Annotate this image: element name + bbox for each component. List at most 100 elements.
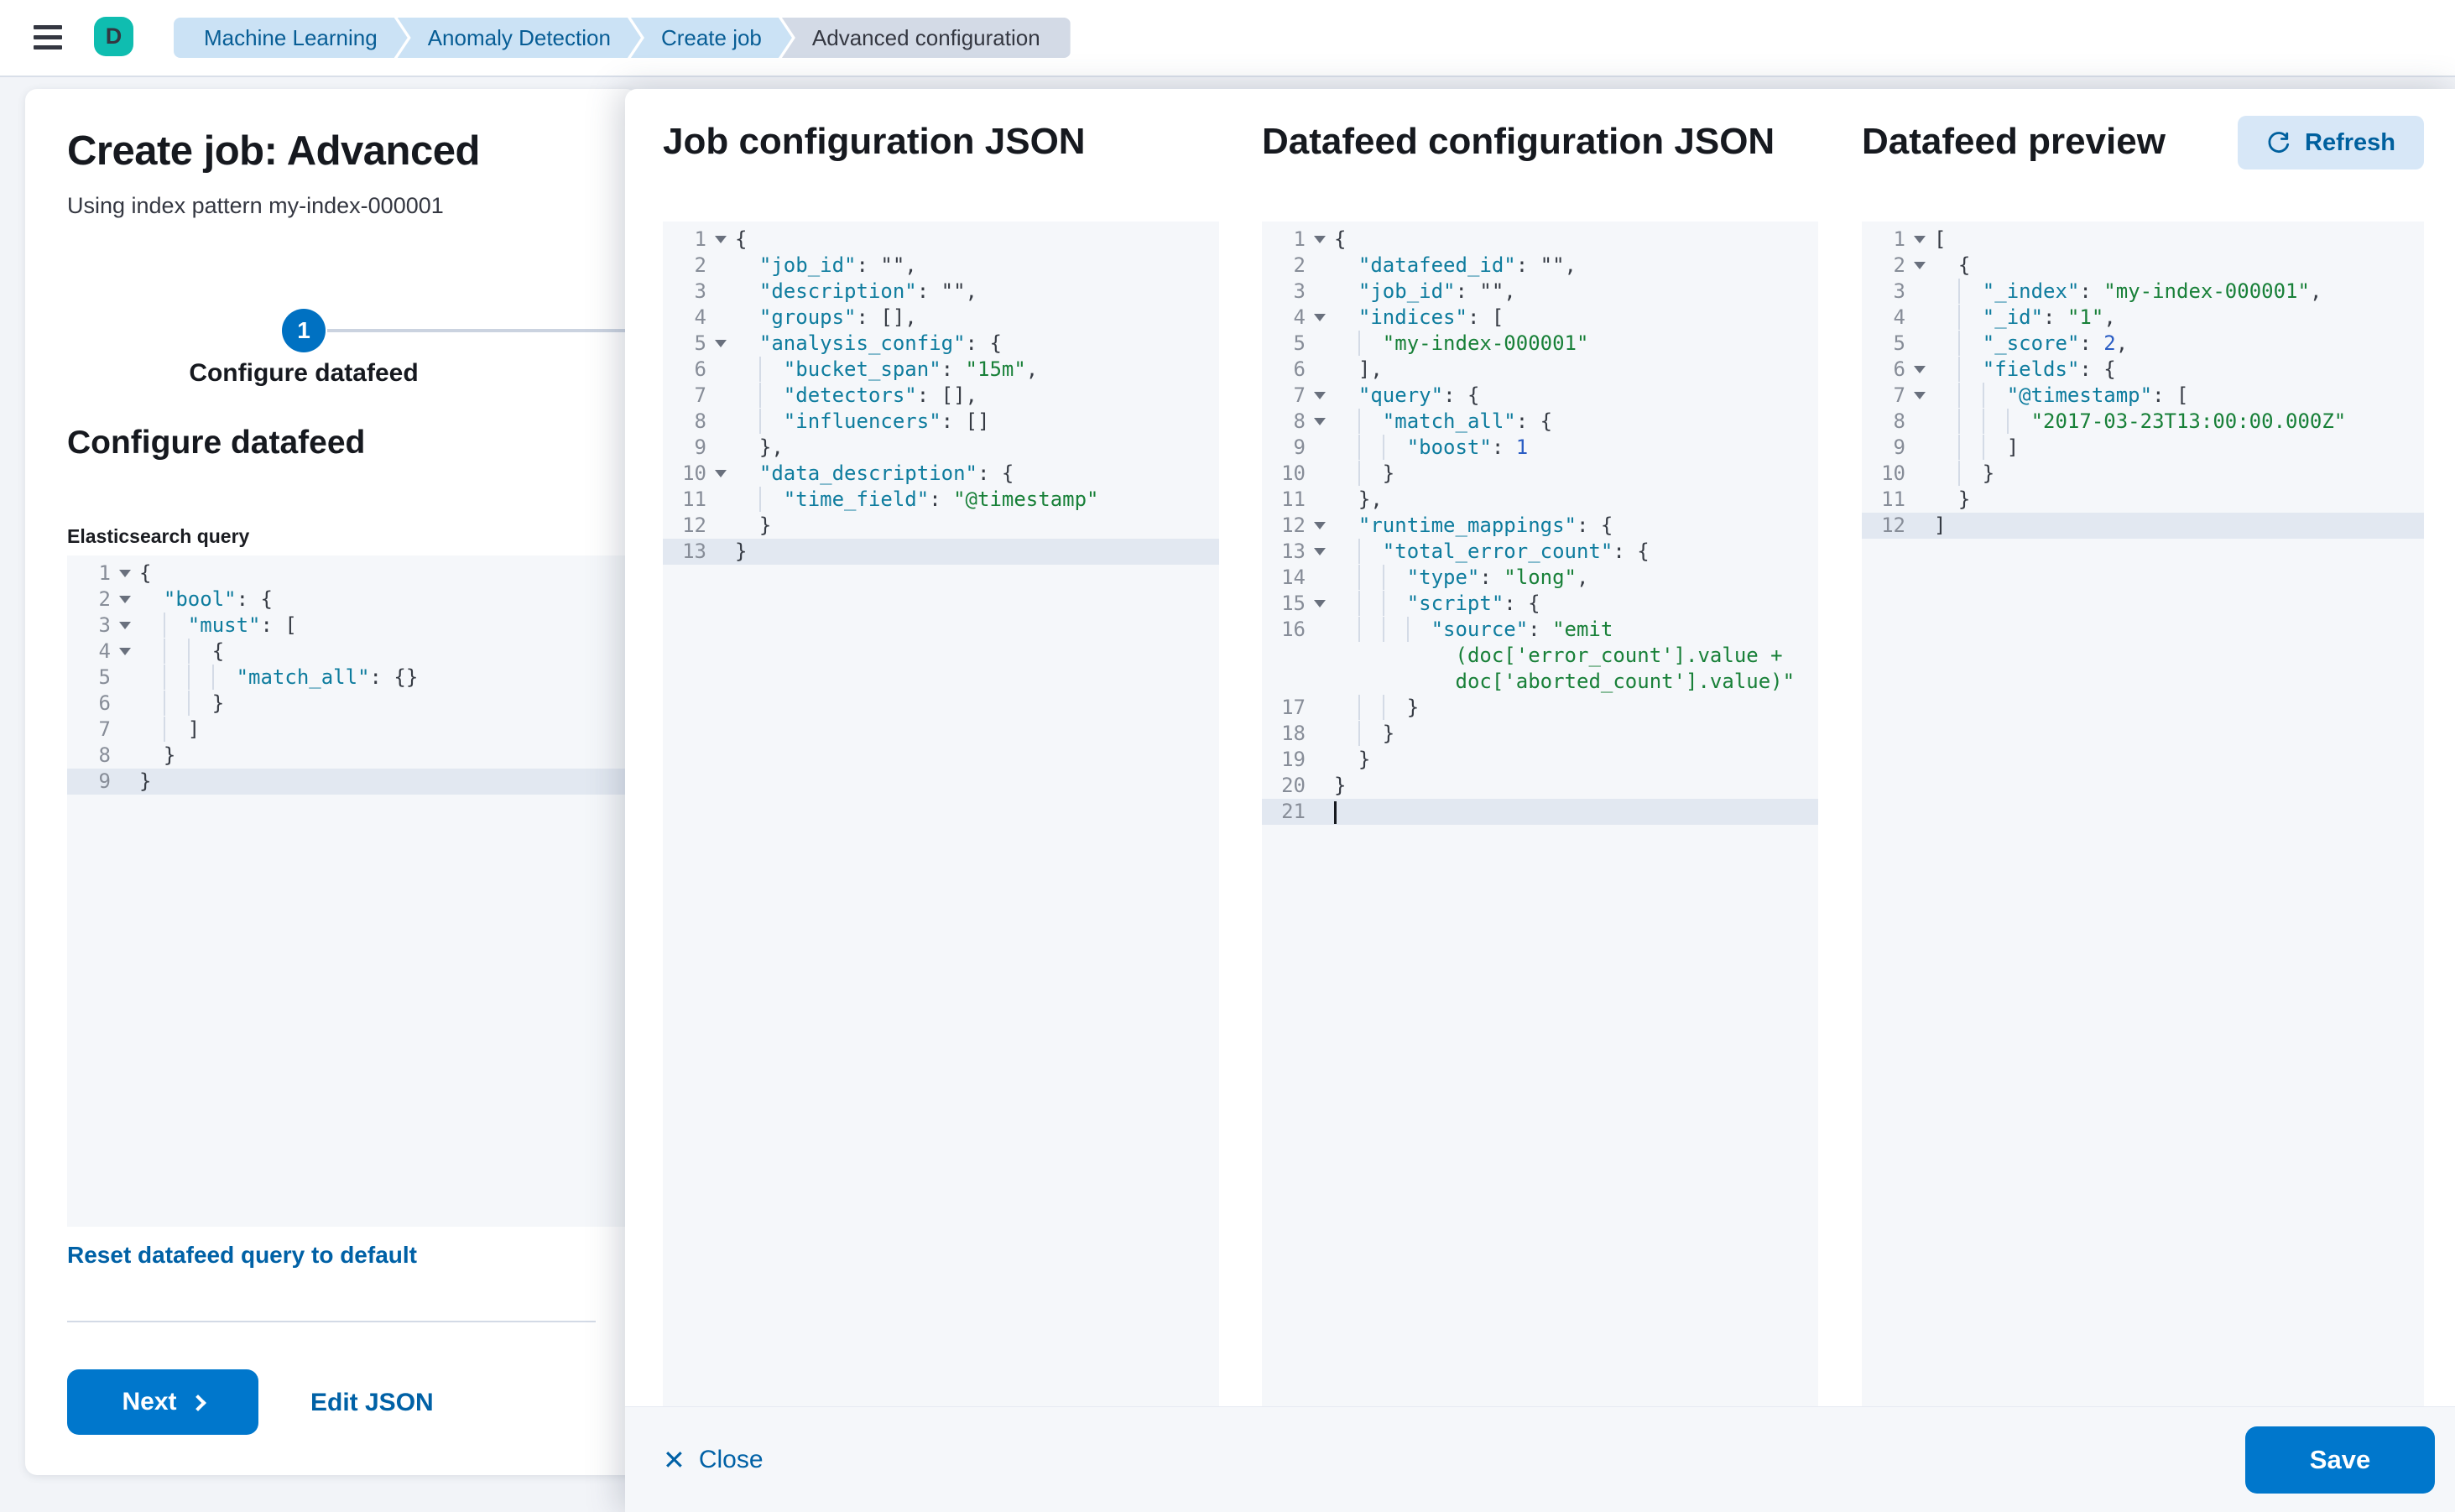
fold-arrow-icon[interactable] <box>706 331 735 357</box>
fold-arrow-icon[interactable] <box>111 587 139 613</box>
code-text: } <box>1334 773 1818 799</box>
edit-json-link[interactable]: Edit JSON <box>310 1389 434 1416</box>
line-number: 1 <box>1293 227 1306 251</box>
indent-guide <box>164 613 188 638</box>
code-line: doc['aborted_count'].value)" <box>1262 669 1818 695</box>
step-1-indicator[interactable]: 1 <box>282 309 326 352</box>
token: } <box>163 743 176 767</box>
fold-arrow-icon[interactable] <box>1306 591 1334 617</box>
token: , <box>1025 357 1039 381</box>
code-text: } <box>1334 721 1818 747</box>
code-line: 12 "runtime_mappings": { <box>1262 513 1818 539</box>
line-number: 10 <box>1881 461 1905 485</box>
code-text: } <box>139 743 638 769</box>
job-configuration-editor[interactable]: 1{2 "job_id": "",3 "description": "",4 "… <box>663 222 1219 1431</box>
token: "data_description" <box>758 461 977 485</box>
code-text: "detectors": [], <box>735 383 1219 409</box>
refresh-button[interactable]: Refresh <box>2238 116 2424 169</box>
token <box>1334 748 1358 771</box>
fold-arrow-icon[interactable] <box>1306 383 1334 409</box>
fold-arrow-icon[interactable] <box>1905 253 1934 279</box>
token <box>1334 305 1358 329</box>
reset-datafeed-query-link[interactable]: Reset datafeed query to default <box>67 1242 417 1268</box>
code-text: { <box>1934 253 2424 279</box>
next-button[interactable]: Next <box>67 1369 258 1435</box>
token: : { <box>1443 383 1480 407</box>
fold-arrow-icon[interactable] <box>111 613 139 639</box>
fold-arrow-icon[interactable] <box>1306 539 1334 565</box>
line-number: 6 <box>98 691 111 715</box>
token <box>1934 331 1958 355</box>
token: "time_field" <box>783 487 930 511</box>
code-line: 1[ <box>1862 227 2424 253</box>
elasticsearch-query-editor[interactable]: 1{2 "bool": {3 "must": [4 {5 "match_all"… <box>67 555 638 1227</box>
token <box>735 253 759 277</box>
fold-spacer <box>1306 565 1334 591</box>
avatar[interactable]: D <box>94 17 133 56</box>
fold-spacer <box>1905 461 1934 487</box>
code-line: 11 "time_field": "@timestamp" <box>663 487 1219 513</box>
breadcrumb-machine-learning[interactable]: Machine Learning <box>174 18 408 58</box>
line-number: 5 <box>694 331 706 355</box>
token: "runtime_mappings" <box>1358 514 1577 537</box>
fold-arrow-icon[interactable] <box>1905 227 1934 253</box>
code-line: 2 { <box>1862 253 2424 279</box>
job-configuration-title: Job configuration JSON <box>663 121 1086 162</box>
token: "script" <box>1406 592 1504 615</box>
code-text: } <box>1334 461 1818 487</box>
code-line: 3 "description": "", <box>663 279 1219 305</box>
line-number: 2 <box>694 253 706 277</box>
fold-arrow-icon[interactable] <box>111 639 139 665</box>
token: } <box>1382 722 1395 745</box>
line-number: 20 <box>1281 774 1306 797</box>
token: } <box>1982 461 1995 485</box>
code-text: ] <box>1934 435 2424 461</box>
fold-arrow-icon[interactable] <box>706 227 735 253</box>
save-button[interactable]: Save <box>2245 1426 2435 1494</box>
token: : { <box>2079 357 2116 381</box>
token <box>1334 566 1358 589</box>
fold-arrow-icon[interactable] <box>1306 227 1334 253</box>
code-text <box>1334 799 1818 825</box>
token: "_id" <box>1982 305 2044 329</box>
fold-arrow-icon[interactable] <box>1306 409 1334 435</box>
line-number: 5 <box>1893 331 1905 355</box>
indent-guide <box>1358 591 1383 616</box>
line-number: 13 <box>1281 540 1306 563</box>
code-text: "time_field": "@timestamp" <box>735 487 1219 513</box>
token: "type" <box>1406 566 1480 589</box>
indent-guide <box>1358 409 1383 434</box>
fold-arrow-icon[interactable] <box>706 461 735 487</box>
code-text: { <box>1334 227 1818 253</box>
token <box>1334 514 1358 537</box>
fold-arrow-icon[interactable] <box>111 560 139 587</box>
fold-spacer <box>706 357 735 383</box>
code-text: ] <box>139 717 638 743</box>
code-text: "@timestamp": [ <box>1934 383 2424 409</box>
datafeed-preview-editor[interactable]: 1[2 {3 "_index": "my-index-000001",4 "_i… <box>1862 222 2424 1431</box>
token: } <box>1358 748 1371 771</box>
datafeed-configuration-editor[interactable]: 1{2 "datafeed_id": "",3 "job_id": "",4 "… <box>1262 222 1818 1431</box>
close-button[interactable]: ✕ Close <box>663 1444 764 1476</box>
indent-guide <box>1958 409 1983 434</box>
fold-arrow-icon[interactable] <box>1905 357 1934 383</box>
code-line: 6 "bucket_span": "15m", <box>663 357 1219 383</box>
fold-spacer <box>706 253 735 279</box>
line-number: 8 <box>1893 409 1905 433</box>
fold-arrow-icon[interactable] <box>1905 383 1934 409</box>
breadcrumb-anomaly-detection[interactable]: Anomaly Detection <box>398 18 641 58</box>
breadcrumb-create-job[interactable]: Create job <box>631 18 792 58</box>
token: "fields" <box>1982 357 2080 381</box>
token <box>139 665 164 689</box>
token <box>735 435 759 459</box>
token: } <box>1334 774 1347 797</box>
line-number: 16 <box>1281 618 1306 641</box>
flyout-footer: ✕ Close Save <box>625 1406 2455 1512</box>
code-line: 8 "influencers": [] <box>663 409 1219 435</box>
fold-arrow-icon[interactable] <box>1306 305 1334 331</box>
menu-icon[interactable] <box>34 25 62 50</box>
fold-arrow-icon[interactable] <box>1306 513 1334 539</box>
line-number: 11 <box>1281 487 1306 511</box>
token <box>1934 461 1958 485</box>
indent-guide <box>188 639 212 664</box>
